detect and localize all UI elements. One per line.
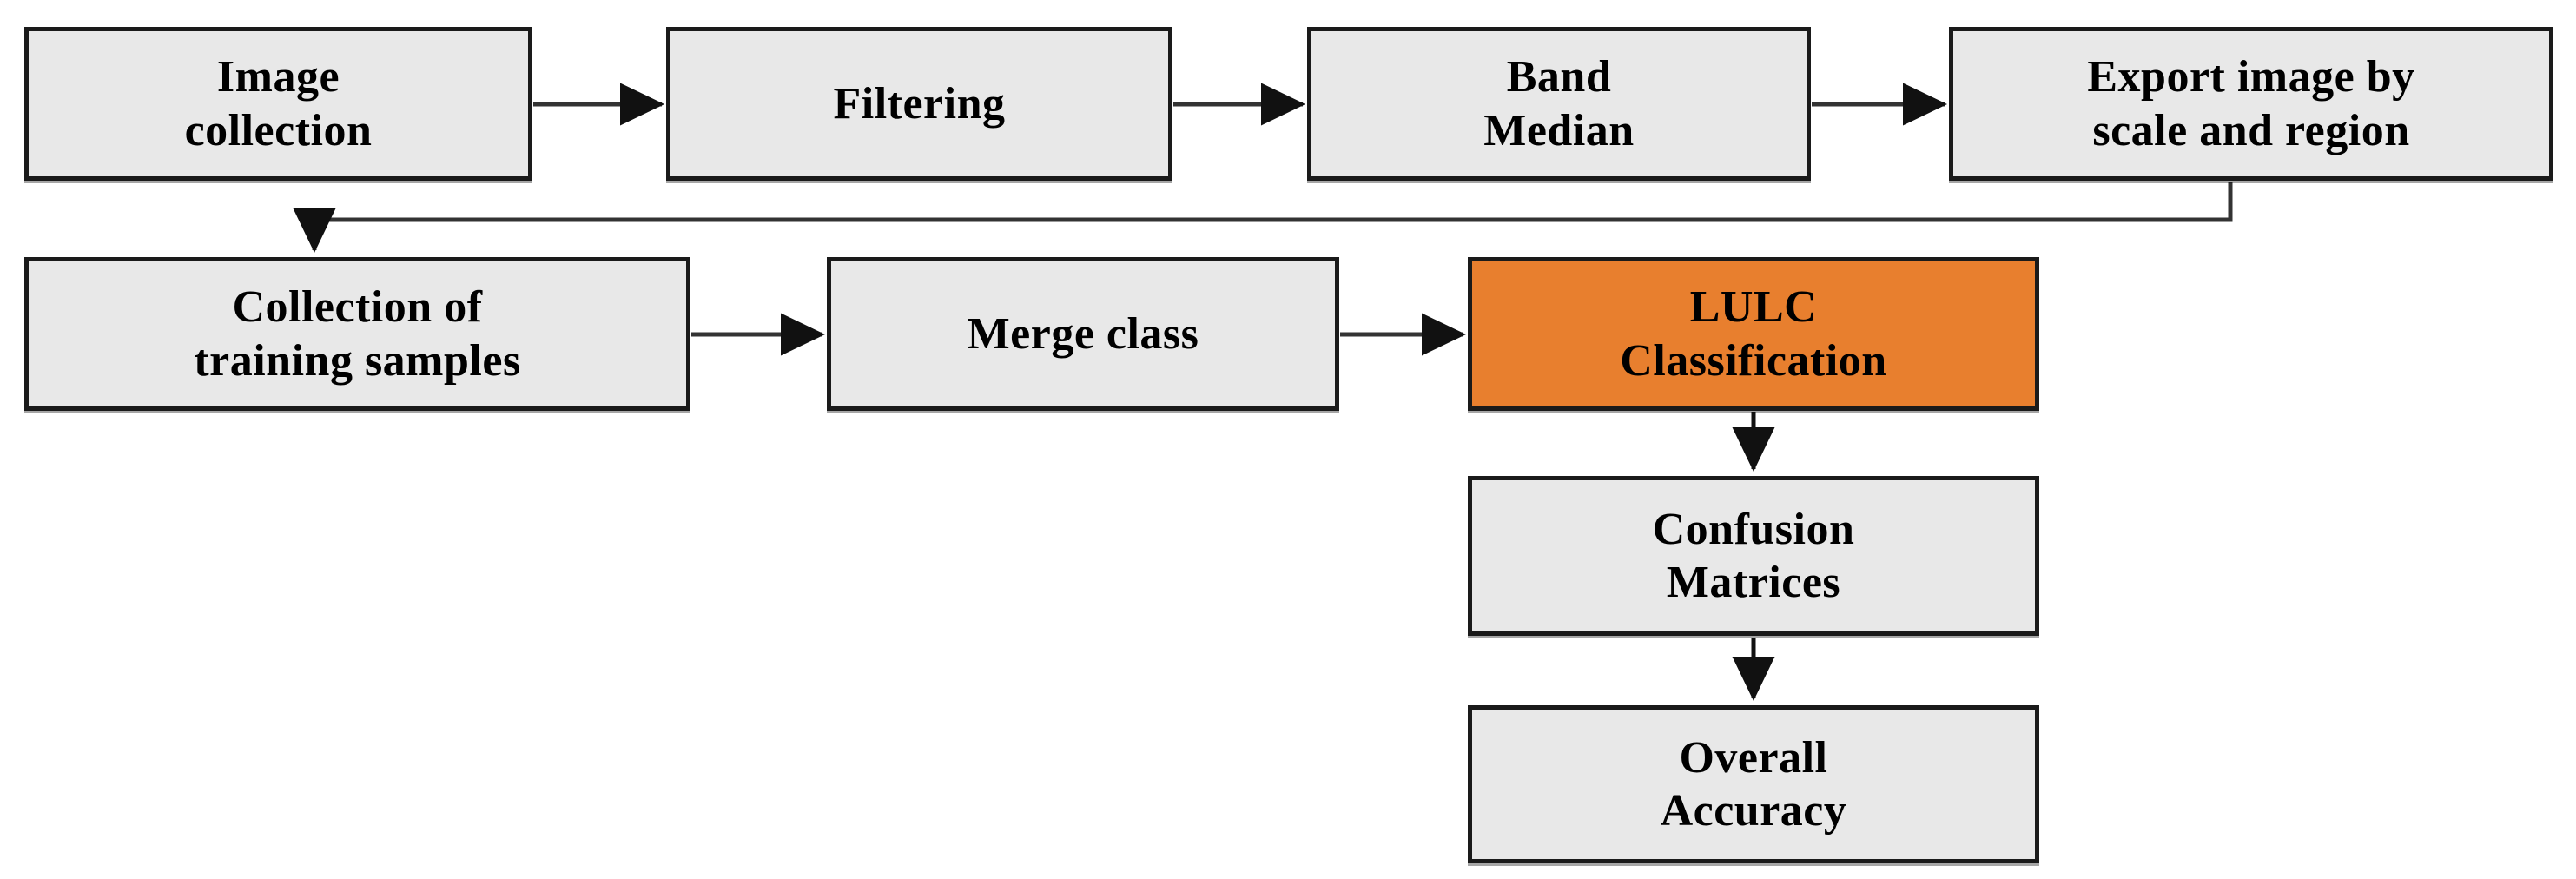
node-merge-class-label: Merge class — [967, 308, 1199, 359]
node-image-collection-label: Image collection — [184, 52, 373, 155]
node-band-median-label: Band Median — [1483, 52, 1635, 155]
node-confusion-matrices[interactable]: Confusion Matrices — [1468, 476, 2039, 636]
node-confusion-matrices-label: Confusion Matrices — [1652, 504, 1855, 607]
node-lulc-classification[interactable]: LULC Classification — [1468, 257, 2039, 411]
node-export-image-label: Export image by scale and region — [2087, 52, 2415, 155]
node-merge-class[interactable]: Merge class — [827, 257, 1339, 411]
node-image-collection[interactable]: Image collection — [24, 27, 532, 181]
node-overall-accuracy[interactable]: Overall Accuracy — [1468, 705, 2039, 863]
connector-export-image-to-collection-samples — [293, 182, 2233, 253]
node-lulc-classification-label: LULC Classification — [1620, 282, 1887, 386]
node-export-image[interactable]: Export image by scale and region — [1949, 27, 2553, 181]
node-filtering-label: Filtering — [833, 78, 1006, 129]
node-collection-training-samples-label: Collection of training samples — [194, 282, 521, 386]
node-filtering[interactable]: Filtering — [666, 27, 1172, 181]
node-overall-accuracy-label: Overall Accuracy — [1660, 732, 1847, 836]
node-band-median[interactable]: Band Median — [1307, 27, 1811, 181]
node-collection-training-samples[interactable]: Collection of training samples — [24, 257, 690, 411]
